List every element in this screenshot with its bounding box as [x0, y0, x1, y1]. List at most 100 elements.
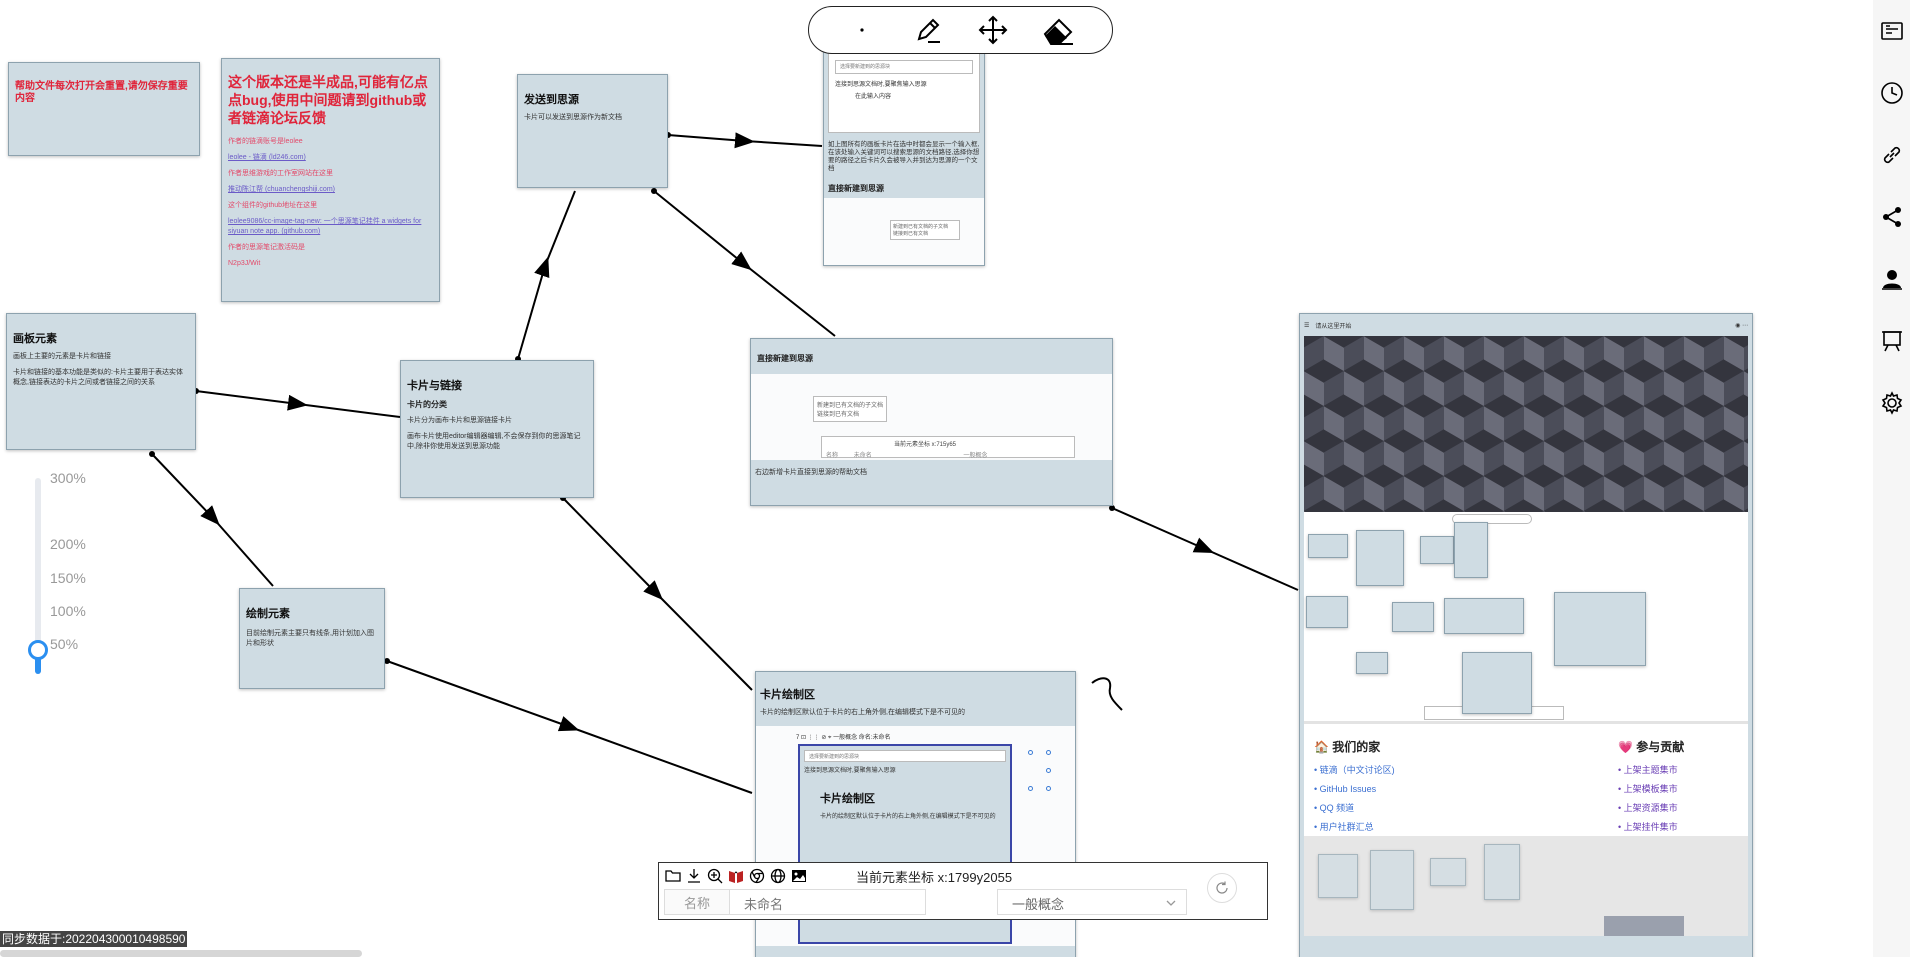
- download-button[interactable]: [684, 866, 704, 886]
- siyuan-canvas-thumbnail: [1304, 512, 1748, 724]
- zoom-thumb[interactable]: [28, 640, 48, 660]
- board-button[interactable]: [1873, 310, 1910, 372]
- card-draw-title: 绘制元素: [246, 608, 290, 620]
- chrome-icon: [749, 868, 765, 884]
- handle-3[interactable]: [1028, 786, 1033, 791]
- draw-toolbar: [808, 6, 1113, 54]
- card-direct-title: 直接新建到思源: [757, 354, 813, 363]
- card-cardlink-line2: 画布卡片使用editor编辑器编辑,不会保存到你的思源笔记中,除非你使用发送到思…: [407, 433, 581, 450]
- globe-icon: [770, 868, 786, 884]
- history-button[interactable]: [1873, 62, 1910, 124]
- card-warning-text: 帮助文件每次打开会重置,请勿保存重要内容: [15, 81, 188, 104]
- contrib-link-1[interactable]: • 上架模板集市: [1618, 784, 1678, 794]
- pen-tool-button[interactable]: [908, 10, 948, 50]
- link-button[interactable]: [1873, 124, 1910, 186]
- outline-button[interactable]: [1873, 0, 1910, 62]
- refresh-button[interactable]: [1207, 873, 1237, 903]
- card-direct-create[interactable]: 直接新建到思源 新建到已有文档的子文档 链接到已有文档 当前元素坐标 x:715…: [750, 338, 1113, 506]
- folder-icon: [665, 870, 681, 882]
- move-tool-button[interactable]: [973, 10, 1013, 50]
- notice-link-3[interactable]: 推动陈江帮 (chuanchengshiji.com): [228, 186, 335, 193]
- zoom-label-150[interactable]: 150%: [50, 570, 86, 586]
- link-cardlink-to-send: [517, 190, 576, 360]
- notice-link-5[interactable]: leolee9086/cc-image-tag-new: 一个思源笔记挂件 a …: [228, 218, 422, 235]
- doc-preview-mini1: 新建到已有文档的子文档: [893, 224, 949, 230]
- zoom-in-button[interactable]: [705, 866, 725, 886]
- user-button[interactable]: [1873, 248, 1910, 310]
- notice-line-4: 这个组件的github地址在这里: [228, 202, 318, 209]
- direct-mini2: 链接到已有文档: [817, 412, 860, 418]
- card-card-and-link[interactable]: 卡片与链接 卡片的分类 卡片分为画布卡片和思源链接卡片 画布卡片使用editor…: [400, 360, 594, 498]
- share-button[interactable]: [1873, 186, 1910, 248]
- type-select-value: 一般概念: [1012, 897, 1065, 912]
- siyuan-links-section: 🏠 我们的家 • 链滴（中文讨论区) • GitHub Issues • QQ …: [1304, 724, 1748, 836]
- home-link-3[interactable]: • 用户社群汇总: [1314, 822, 1374, 832]
- current-element-coord: 当前元素坐标 x:1799y2055: [856, 869, 1013, 885]
- link-elements-to-draw: [151, 453, 274, 587]
- contrib-link-3[interactable]: • 上架挂件集市: [1618, 822, 1678, 832]
- refresh-icon: [1216, 881, 1228, 894]
- sync-status: 同步数据于:20220430001049859​0: [0, 931, 188, 947]
- type-select[interactable]: 一般概念: [997, 889, 1187, 915]
- card-warning[interactable]: 帮助文件每次打开会重置,请勿保存重要内容: [8, 62, 200, 156]
- contrib-emoji: 💗: [1618, 740, 1633, 754]
- siyuan-home-heading: 🏠 我们的家: [1314, 738, 1618, 755]
- chrome-button[interactable]: [747, 866, 767, 886]
- folder-button[interactable]: [663, 866, 683, 886]
- zoom-in-icon: [707, 868, 723, 884]
- card-doc-preview[interactable]: 选择要新建到的思源块 连接到思源文档时,要聚焦输入思源 在此输入内容 如上图所有…: [823, 48, 985, 266]
- image-button[interactable]: [789, 866, 809, 886]
- dot-icon: [860, 28, 864, 32]
- card-siyuan-window[interactable]: ☰ 请从这里开始 ◉ ⋯ 🏠 我们的家: [1299, 313, 1753, 957]
- zoom-track[interactable]: [35, 478, 41, 674]
- eraser-tool-button[interactable]: [1039, 10, 1079, 50]
- board-icon: [1881, 331, 1902, 352]
- drawarea-inner-line1: 选择要新建到的思源块: [804, 750, 1006, 762]
- siyuan-header-title: 请从这里开始: [1315, 323, 1352, 330]
- zoom-label-300[interactable]: 300%: [50, 470, 86, 486]
- contrib-link-2[interactable]: • 上架资源集市: [1618, 803, 1678, 813]
- card-send-to-siyuan[interactable]: 发送到思源 卡片可以发送到思源作为新文档: [517, 74, 668, 188]
- home-link-2[interactable]: • QQ 频道: [1314, 803, 1355, 813]
- zoom-label-200[interactable]: 200%: [50, 536, 86, 552]
- settings-button[interactable]: [1873, 372, 1910, 434]
- handle-1[interactable]: [1028, 750, 1033, 755]
- card-canvas-elements-line1: 画板上主要的元素是卡片和链接: [13, 353, 111, 360]
- direct-popup: 新建到已有文档的子文档 链接到已有文档: [813, 396, 887, 422]
- link-cardlink-to-drawarea: [562, 497, 753, 691]
- direct-mini-placeholder: 未命名: [853, 453, 872, 459]
- siyuan-contrib-title: 参与贡献: [1636, 740, 1685, 754]
- book-button[interactable]: [726, 866, 746, 886]
- handle-5[interactable]: [1046, 768, 1051, 773]
- home-link-1[interactable]: • GitHub Issues: [1314, 784, 1377, 794]
- doc-preview-line3: 在此输入内容: [855, 94, 892, 100]
- siyuan-home-title: 我们的家: [1332, 740, 1381, 754]
- notice-link-1[interactable]: leolee - 链滴 (ld246.com): [228, 154, 306, 161]
- link-send-to-preview: [667, 132, 823, 149]
- zoom-label-100[interactable]: 100%: [50, 603, 86, 619]
- handle-4[interactable]: [1046, 786, 1051, 791]
- zoom-slider[interactable]: 300% 200% 150% 100% 50%: [28, 470, 138, 680]
- globe-button[interactable]: [768, 866, 788, 886]
- dot-tool-button[interactable]: [842, 10, 882, 50]
- card-notice[interactable]: 这个版本还是半成品,可能有亿点点bug,使用中间题请到github或者链滴论坛反…: [221, 58, 440, 302]
- contrib-link-0[interactable]: • 上架主题集市: [1618, 765, 1678, 775]
- horizontal-scrollbar[interactable]: [0, 950, 362, 957]
- name-input[interactable]: 未命名: [730, 889, 926, 915]
- image-icon: [792, 870, 806, 882]
- zoom-label-50[interactable]: 50%: [50, 636, 79, 652]
- handle-2[interactable]: [1046, 750, 1051, 755]
- home-link-0[interactable]: • 链滴（中文讨论区): [1314, 765, 1395, 775]
- card-direct-inner: 新建到已有文档的子文档 链接到已有文档 当前元素坐标 x:715y65 名称 未…: [751, 374, 1112, 460]
- card-notice-title: 这个版本还是半成品,可能有亿点点bug,使用中间题请到github或者链滴论坛反…: [228, 74, 428, 126]
- doc-preview-mini2: 链接到已有文档: [893, 231, 929, 237]
- card-send-line1: 卡片可以发送到思源作为新文档: [524, 114, 622, 121]
- user-icon: [1881, 270, 1902, 290]
- move-icon: [978, 15, 1008, 45]
- card-draw-line1: 目前绘制元素主要只有线条,用计划加入图片和形状: [246, 630, 374, 647]
- card-canvas-elements[interactable]: 画板元素 画板上主要的元素是卡片和链接 卡片和链接的基本功能是类似的:卡片主要用…: [6, 313, 196, 450]
- home-emoji: 🏠: [1314, 740, 1329, 754]
- card-draw-elements[interactable]: 绘制元素 目前绘制元素主要只有线条,用计划加入图片和形状: [239, 588, 385, 689]
- card-drawarea-line1: 卡片的绘制区默认位于卡片的右上角外侧,在编辑模式下是不可见的: [760, 709, 965, 716]
